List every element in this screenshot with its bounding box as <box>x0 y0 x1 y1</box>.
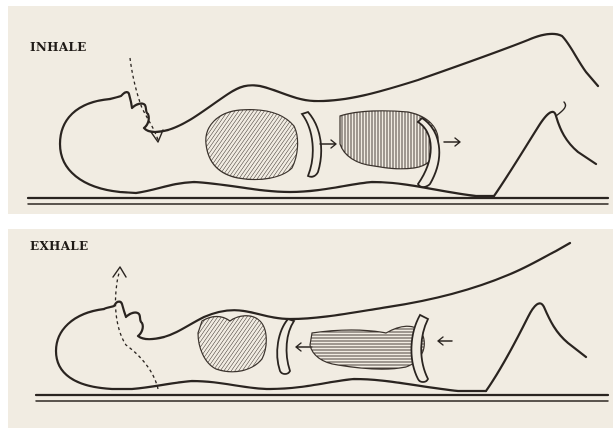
diaphragm-band <box>302 112 321 177</box>
inhale-panel: INHALE <box>8 6 613 214</box>
lower-leg-outline <box>494 112 596 196</box>
lungs-shape <box>206 110 298 180</box>
diaphragm-push-arrow <box>320 140 336 148</box>
leg-crease <box>556 102 566 116</box>
lungs-shape <box>198 316 266 372</box>
abdomen-expand-arrow <box>444 138 460 146</box>
exhale-airflow-arrowhead <box>113 267 126 277</box>
abdominal-organs <box>310 326 424 369</box>
exhale-illustration <box>8 229 613 428</box>
pelvic-floor-band <box>411 315 428 382</box>
lower-leg-outline <box>486 303 586 391</box>
abdomen-contract-arrow <box>438 337 452 345</box>
inhale-illustration <box>8 6 613 214</box>
exhale-airflow-dashes <box>115 271 158 389</box>
face-profile <box>104 302 164 340</box>
face-profile <box>110 92 168 132</box>
exhale-panel: EXHALE <box>8 229 613 428</box>
diaphragm-band <box>277 319 294 374</box>
